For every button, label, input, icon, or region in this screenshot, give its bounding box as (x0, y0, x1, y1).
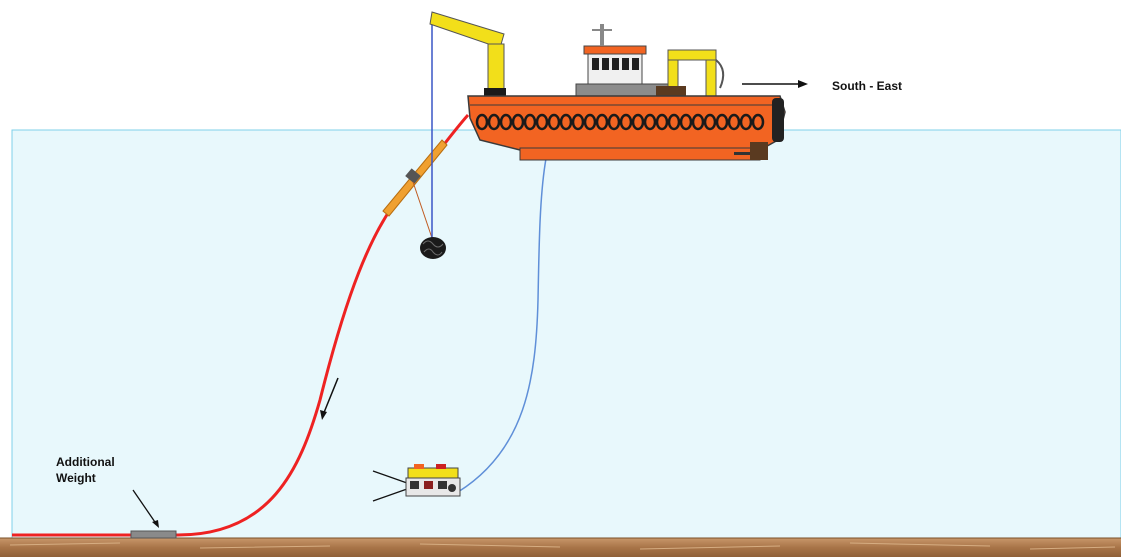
seabed (0, 537, 1121, 557)
sea (11, 129, 1121, 539)
fender-tyres (475, 113, 765, 131)
direction-label: South - East (832, 79, 903, 93)
weight-pointer (132, 489, 159, 528)
additional-weight-label-line2: Weight (56, 471, 96, 485)
arrow-right-icon (742, 80, 808, 88)
additional-weight-label-line1: Additional (56, 455, 115, 469)
descent-arrow (320, 377, 339, 420)
vessel (429, 11, 786, 161)
cable-float (382, 139, 448, 239)
rov-icon (372, 464, 461, 502)
rope-basket (420, 237, 446, 259)
additional-weight (130, 530, 177, 539)
